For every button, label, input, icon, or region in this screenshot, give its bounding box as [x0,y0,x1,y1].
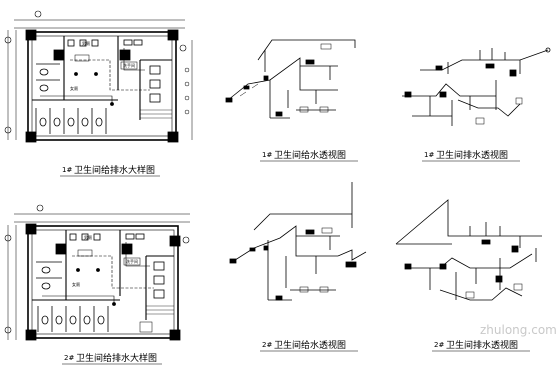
supply-iso-2-caption: 卫生间给水透视图 [274,339,346,351]
watermark: zhulong.com [480,323,557,337]
supply-isometric-2 [229,182,367,301]
drain-iso-1-caption: 卫生间排水透视图 [436,149,508,161]
drainage-isometric-2 [395,199,542,301]
supply-iso-1-caption: 卫生间给水透视图 [274,149,346,161]
supply-iso-2-caption-number: 2# [262,341,272,349]
supply-isometric-1 [225,39,356,119]
supply-iso-1-caption-number: 1# [262,151,272,159]
drain-iso-2-caption: 卫生间排水透视图 [446,339,518,351]
drain-iso-1-caption-number: 1# [424,151,434,159]
bathroom-plan-2 [4,204,190,341]
plan-1-room-label-3: 洗手间 [123,62,135,68]
plan-2-caption-number: 2# [64,354,74,362]
plan-2-room-label-1: 男厕 [84,234,92,240]
plan-2-room-label-2: 女厕 [72,281,80,287]
plan-1-caption: 卫生间给排水大样图 [74,164,155,176]
bathroom-plan-1 [4,10,193,143]
plan-1-room-label-2: 女厕 [70,85,78,91]
drainage-isometric-1 [402,47,551,126]
plan-2-caption: 卫生间给排水大样图 [76,352,157,364]
plan-2-room-label-3: 洗手间 [126,258,138,264]
plan-1-room-label-1: 男厕 [82,40,90,46]
plan-1-caption-number: 1# [62,166,72,174]
drain-iso-2-caption-number: 2# [434,341,444,349]
